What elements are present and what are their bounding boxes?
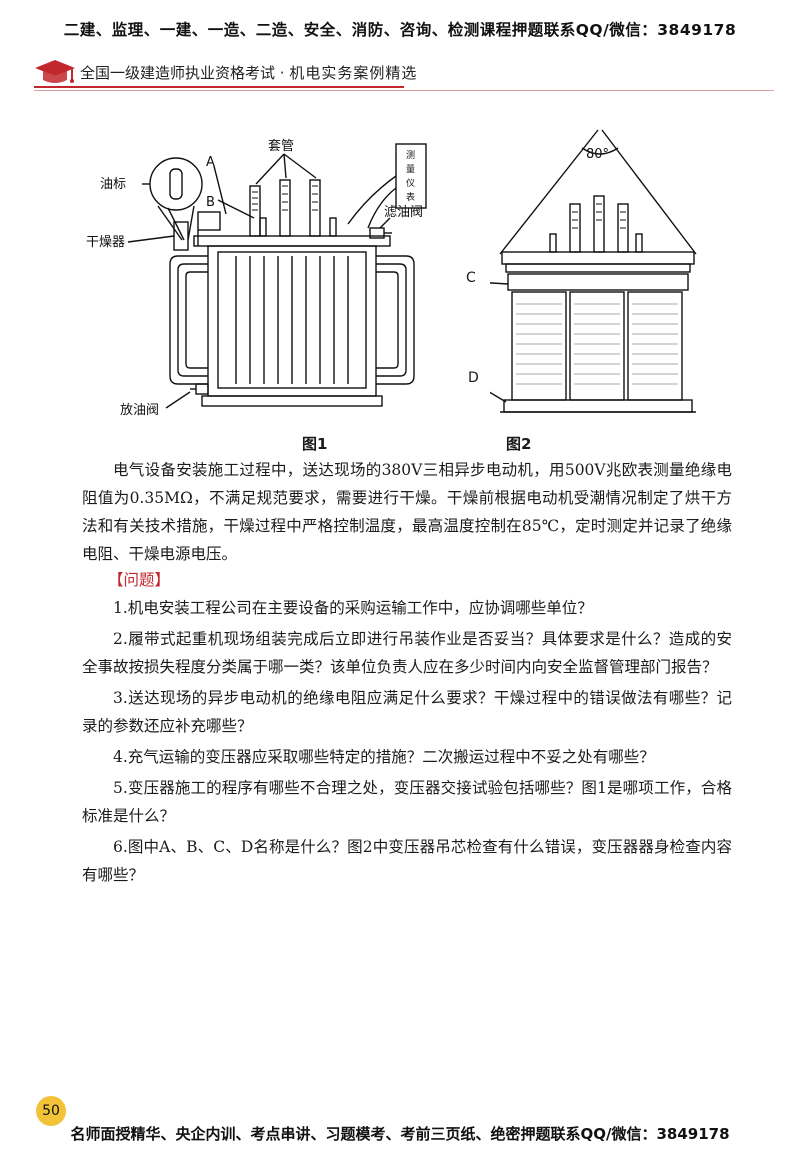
header-rule-thin	[34, 90, 774, 91]
questions-heading: 【问题】	[108, 571, 171, 589]
question-item: 6.图中A、B、C、D名称是什么？图2中变压器吊芯检查有什么错误，变压器器身检查…	[82, 838, 732, 884]
label-dryer: 干燥器	[86, 235, 125, 250]
label-angle: 80°	[586, 147, 609, 162]
bottom-banner: 名师面授精华、央企内训、考点串讲、习题模考、考前三页纸、绝密押题联系QQ/微信：…	[70, 1125, 730, 1143]
figure-2-caption: 图2	[506, 435, 532, 453]
questions-list: 1.机电安装工程公司在主要设备的采购运输工作中，应协调哪些单位？ 2.履带式起重…	[82, 594, 732, 892]
book-title-main: 全国一级建造师执业资格考试	[80, 64, 276, 82]
paragraph-text: 电气设备安装施工过程中，送达现场的380V三相异步电动机，用500V兆欧表测量绝…	[82, 461, 732, 563]
book-subtitle: 机电实务案例精选	[289, 64, 418, 82]
label-d: D	[468, 370, 479, 386]
question-item: 4.充气运输的变压器应采取哪些特定的措施？二次搬运过程中不妥之处有哪些？	[113, 748, 655, 766]
figure-1-caption: 图1	[302, 435, 328, 453]
running-head: 全国一级建造师执业资格考试 · 机电实务案例精选	[34, 58, 774, 88]
page-number: 50	[36, 1096, 66, 1126]
meter-box-char-4: 表	[406, 191, 415, 203]
label-c: C	[466, 270, 476, 286]
meter-box-char-1: 测	[406, 150, 415, 161]
top-banner: 二建、监理、一建、一造、二造、安全、消防、咨询、检测课程押题联系QQ/微信：38…	[63, 21, 737, 39]
meter-box-char-3: 仪	[406, 178, 415, 189]
label-b: B	[206, 195, 215, 210]
question-item: 1.机电安装工程公司在主要设备的采购运输工作中，应协调哪些单位？	[113, 599, 593, 617]
meter-box-char-2: 量	[406, 164, 415, 175]
figure-1-transformer-diagram: 套管 A B 油标 干燥器 滤油阀 放油阀 测 量 仪 表	[86, 138, 427, 418]
question-item: 3.送达现场的异步电动机的绝缘电阻应满足什么要求？干燥过程中的错误做法有哪些？记…	[82, 689, 732, 735]
graduation-cap-icon	[35, 60, 75, 83]
label-a: A	[206, 155, 215, 170]
figure-2-core-lift-diagram: 80°	[490, 129, 697, 413]
label-bushing: 套管	[268, 138, 294, 154]
case-paragraph: 电气设备安装施工过程中，送达现场的380V三相异步电动机，用500V兆欧表测量绝…	[82, 456, 732, 568]
question-item: 5.变压器施工的程序有哪些不合理之处，变压器交接试验包括哪些？图1是哪项工作，合…	[82, 779, 732, 825]
label-drain-valve: 放油阀	[120, 403, 159, 418]
label-oil-gauge: 油标	[100, 177, 126, 192]
header-rule	[34, 86, 404, 88]
question-item: 2.履带式起重机现场组装完成后立即进行吊装作业是否妥当？具体要求是什么？造成的安…	[82, 630, 732, 676]
book-title: 全国一级建造师执业资格考试 · 机电实务案例精选	[80, 64, 418, 82]
label-filter-valve: 滤油阀	[384, 205, 423, 220]
